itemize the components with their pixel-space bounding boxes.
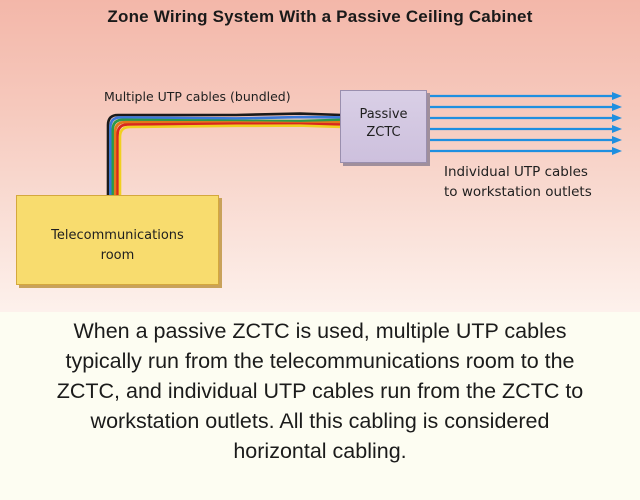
individual-cables-label: Individual UTP cables to workstation out… [444, 162, 592, 202]
tr-label-line2: room [100, 248, 135, 263]
individual-cables-label-line2: to workstation outlets [444, 184, 592, 200]
outlet-cable-arrow [428, 103, 622, 111]
utp-cable-strand [111, 118, 344, 198]
utp-cable-strand [113, 120, 344, 198]
wiring-diagram-graphic [106, 92, 622, 198]
utp-cable-strand [116, 122, 344, 198]
caption-line1: When a passive ZCTC is used, multiple UT… [73, 319, 567, 343]
individual-utp-cable-arrows [428, 92, 622, 155]
caption-line2: typically run from the telecommunication… [65, 349, 575, 373]
outlet-cable-arrow [428, 147, 622, 155]
diagram-title: Zone Wiring System With a Passive Ceilin… [107, 7, 533, 26]
figure-caption: When a passive ZCTC is used, multiple UT… [0, 316, 640, 466]
zctc-label-line2: ZCTC [366, 125, 401, 140]
outlet-cable-arrow [428, 136, 622, 144]
outlet-cable-arrow [428, 114, 622, 122]
outlet-cable-arrow [428, 92, 622, 100]
individual-cables-label-line1: Individual UTP cables [444, 164, 588, 180]
passive-zctc-box: Passive ZCTC [340, 90, 427, 163]
utp-cable-strand [118, 124, 344, 198]
utp-cable-bundle [106, 112, 344, 198]
diagram-panel: Zone Wiring System With a Passive Ceilin… [0, 0, 640, 312]
caption-line3: ZCTC, and individual UTP cables run from… [56, 379, 584, 403]
caption-line5: horizontal cabling. [233, 439, 407, 463]
bundled-cables-label: Multiple UTP cables (bundled) [104, 89, 291, 104]
utp-cable-strand [106, 112, 344, 198]
outlet-cable-arrow [428, 125, 622, 133]
telecommunications-room-box: Telecommunications room [16, 195, 219, 285]
zctc-label-line1: Passive [359, 107, 408, 122]
caption-line4: workstation outlets. All this cabling is… [90, 409, 550, 433]
utp-cable-strand [109, 115, 344, 198]
tr-label-line1: Telecommunications [51, 228, 184, 243]
